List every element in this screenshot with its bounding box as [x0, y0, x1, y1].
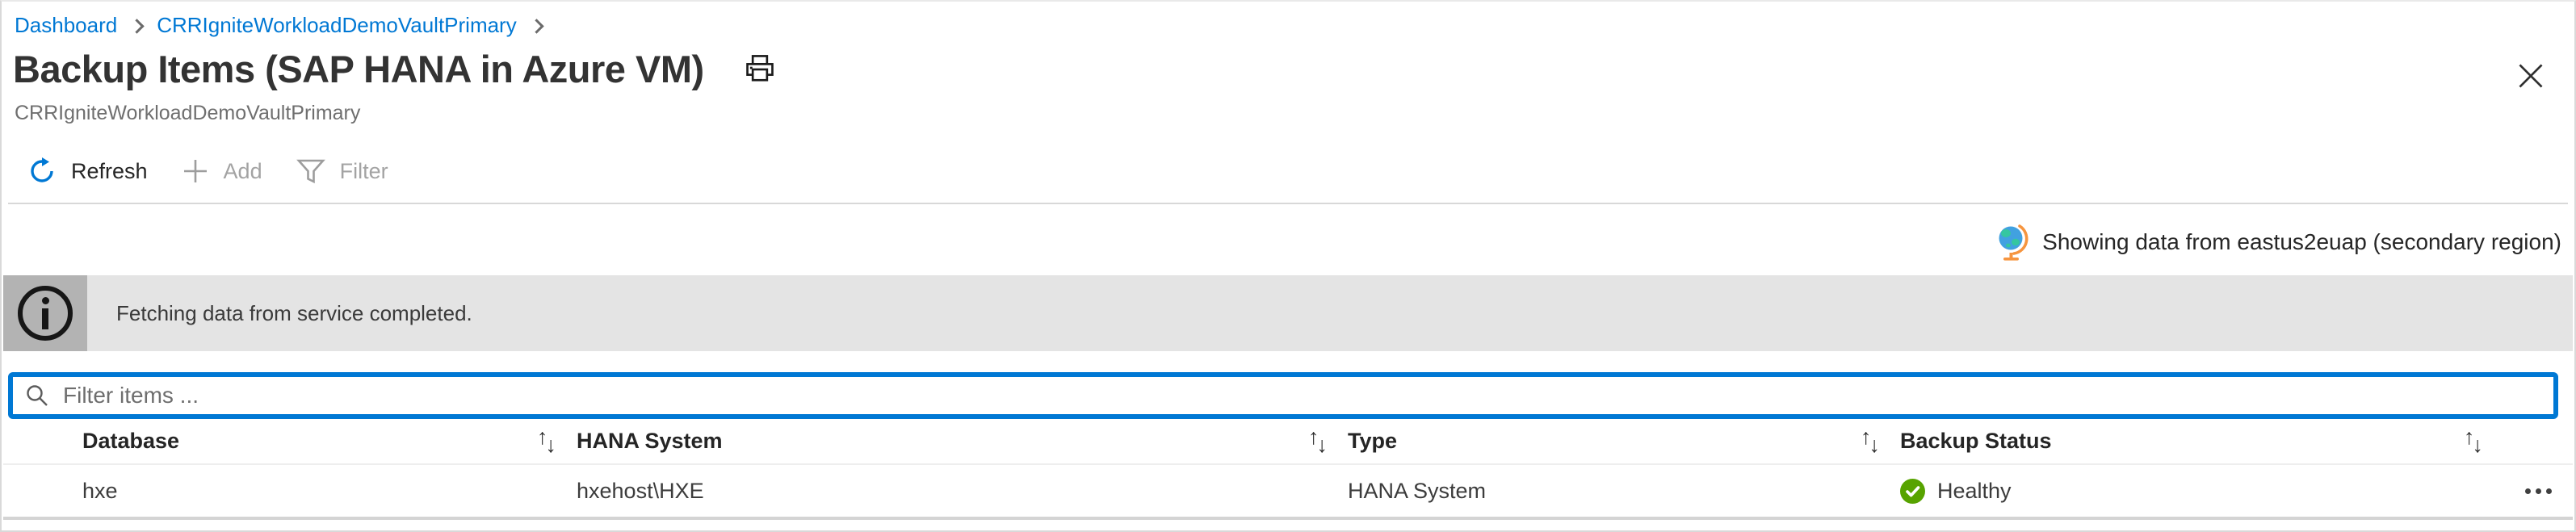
command-bar: Refresh Add Filter	[26, 150, 390, 192]
header-divider	[3, 463, 2573, 465]
add-button[interactable]: Add	[180, 157, 264, 185]
breadcrumb-link-vault[interactable]: CRRIgniteWorkloadDemoVaultPrimary	[157, 12, 517, 37]
column-header-type[interactable]: Type ↑↓	[1348, 425, 1900, 457]
row-context-menu-button[interactable]	[2503, 475, 2573, 507]
filter-label: Filter	[339, 158, 388, 183]
print-button[interactable]	[743, 52, 777, 87]
breadcrumb-chevron-icon	[129, 18, 145, 34]
filter-items-input[interactable]	[63, 383, 2542, 408]
add-label: Add	[223, 158, 262, 183]
column-label: Database	[82, 429, 180, 453]
column-header-hana-system[interactable]: HANA System ↑↓	[577, 425, 1348, 457]
page-title: Backup Items (SAP HANA in Azure VM)	[13, 48, 704, 90]
title-row: Backup Items (SAP HANA in Azure VM)	[13, 47, 2477, 91]
info-banner: Fetching data from service completed.	[3, 275, 2573, 351]
column-label: Backup Status	[1900, 429, 2052, 453]
table-header-row: Database ↑↓ HANA System ↑↓ Type ↑↓ Backu…	[3, 419, 2573, 463]
search-icon	[27, 385, 48, 406]
toolbar-divider	[8, 203, 2568, 204]
column-header-backup-status[interactable]: Backup Status ↑↓	[1900, 425, 2503, 457]
table-row[interactable]: hxe hxehost\HXE HANA System Healthy	[3, 465, 2573, 517]
sort-icon: ↑↓	[537, 425, 556, 457]
blade-subtitle: CRRIgniteWorkloadDemoVaultPrimary	[15, 102, 361, 124]
desk-globe-icon	[1999, 224, 2028, 261]
refresh-label: Refresh	[71, 158, 148, 183]
column-header-database[interactable]: Database ↑↓	[82, 425, 577, 457]
cell-hana-system: hxehost\HXE	[577, 478, 704, 503]
filter-items-box	[8, 372, 2558, 419]
close-icon	[2519, 64, 2543, 88]
breadcrumb-chevron-icon	[529, 18, 544, 34]
info-banner-icon-box	[3, 275, 87, 351]
breadcrumb: Dashboard CRRIgniteWorkloadDemoVaultPrim…	[15, 10, 544, 40]
close-blade-button[interactable]	[2508, 53, 2553, 98]
sort-icon: ↑↓	[1308, 425, 1328, 457]
region-status: Showing data from eastus2euap (secondary…	[1995, 221, 2561, 263]
filter-button[interactable]: Filter	[295, 157, 390, 185]
refresh-button[interactable]: Refresh	[26, 157, 149, 186]
funnel-icon	[296, 159, 325, 184]
sort-icon: ↑↓	[1861, 425, 1880, 457]
info-circle-icon	[18, 286, 73, 341]
status-badge: Healthy	[1937, 478, 2012, 503]
region-status-text: Showing data from eastus2euap (secondary…	[2042, 229, 2561, 254]
plus-icon	[183, 160, 207, 182]
cell-type: HANA System	[1348, 478, 1487, 503]
breadcrumb-link-dashboard[interactable]: Dashboard	[15, 12, 118, 37]
more-actions-icon	[2524, 488, 2531, 494]
refresh-icon	[31, 157, 53, 182]
cell-backup-status: Healthy	[1900, 478, 2503, 504]
column-label: Type	[1348, 429, 1398, 453]
printer-icon	[745, 54, 774, 82]
healthy-check-icon	[1900, 478, 1925, 504]
sort-icon: ↑↓	[2464, 425, 2483, 457]
info-banner-text: Fetching data from service completed.	[116, 300, 472, 325]
column-label: HANA System	[577, 429, 723, 453]
cell-database: hxe	[82, 478, 118, 503]
row-divider	[3, 517, 2573, 520]
